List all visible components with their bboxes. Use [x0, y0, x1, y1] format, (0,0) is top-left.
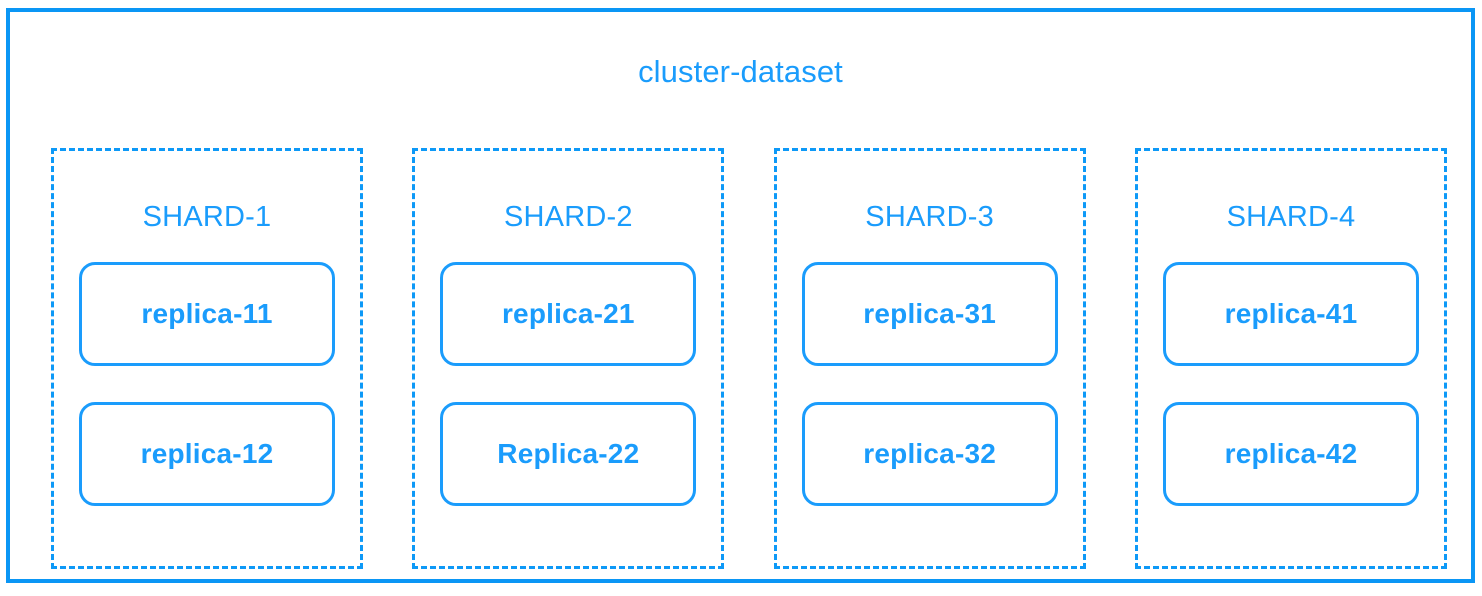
- shard-label-1: SHARD-1: [142, 201, 272, 233]
- replica-stack-4: replica-41 replica-42: [1138, 262, 1444, 506]
- shard-label-2: SHARD-2: [503, 201, 633, 233]
- cluster-container: cluster-dataset SHARD-1 replica-11 repli…: [6, 8, 1475, 583]
- replica-node[interactable]: replica-21: [440, 262, 697, 366]
- replica-node[interactable]: replica-32: [801, 402, 1058, 506]
- replica-node[interactable]: replica-41: [1162, 262, 1419, 366]
- shard-group-3[interactable]: SHARD-3 replica-31 replica-32: [773, 148, 1086, 569]
- replica-stack-3: replica-31 replica-32: [777, 262, 1083, 506]
- shard-label-4: SHARD-4: [1226, 201, 1356, 233]
- shard-group-1[interactable]: SHARD-1 replica-11 replica-12: [51, 148, 363, 569]
- shard-group-2[interactable]: SHARD-2 replica-21 Replica-22: [412, 148, 725, 569]
- shard-row: SHARD-1 replica-11 replica-12 SHARD-2 re…: [51, 148, 1447, 569]
- replica-node[interactable]: replica-11: [79, 262, 335, 366]
- shard-label-3: SHARD-3: [865, 201, 994, 233]
- cluster-title: cluster-dataset: [638, 54, 843, 89]
- replica-node[interactable]: replica-12: [79, 402, 335, 506]
- replica-node[interactable]: replica-31: [801, 262, 1058, 366]
- shard-group-4[interactable]: SHARD-4 replica-41 replica-42: [1134, 148, 1447, 569]
- replica-stack-1: replica-11 replica-12: [54, 262, 360, 506]
- replica-node[interactable]: replica-42: [1162, 402, 1419, 506]
- replica-stack-2: replica-21 Replica-22: [415, 262, 721, 506]
- replica-node[interactable]: Replica-22: [440, 402, 697, 506]
